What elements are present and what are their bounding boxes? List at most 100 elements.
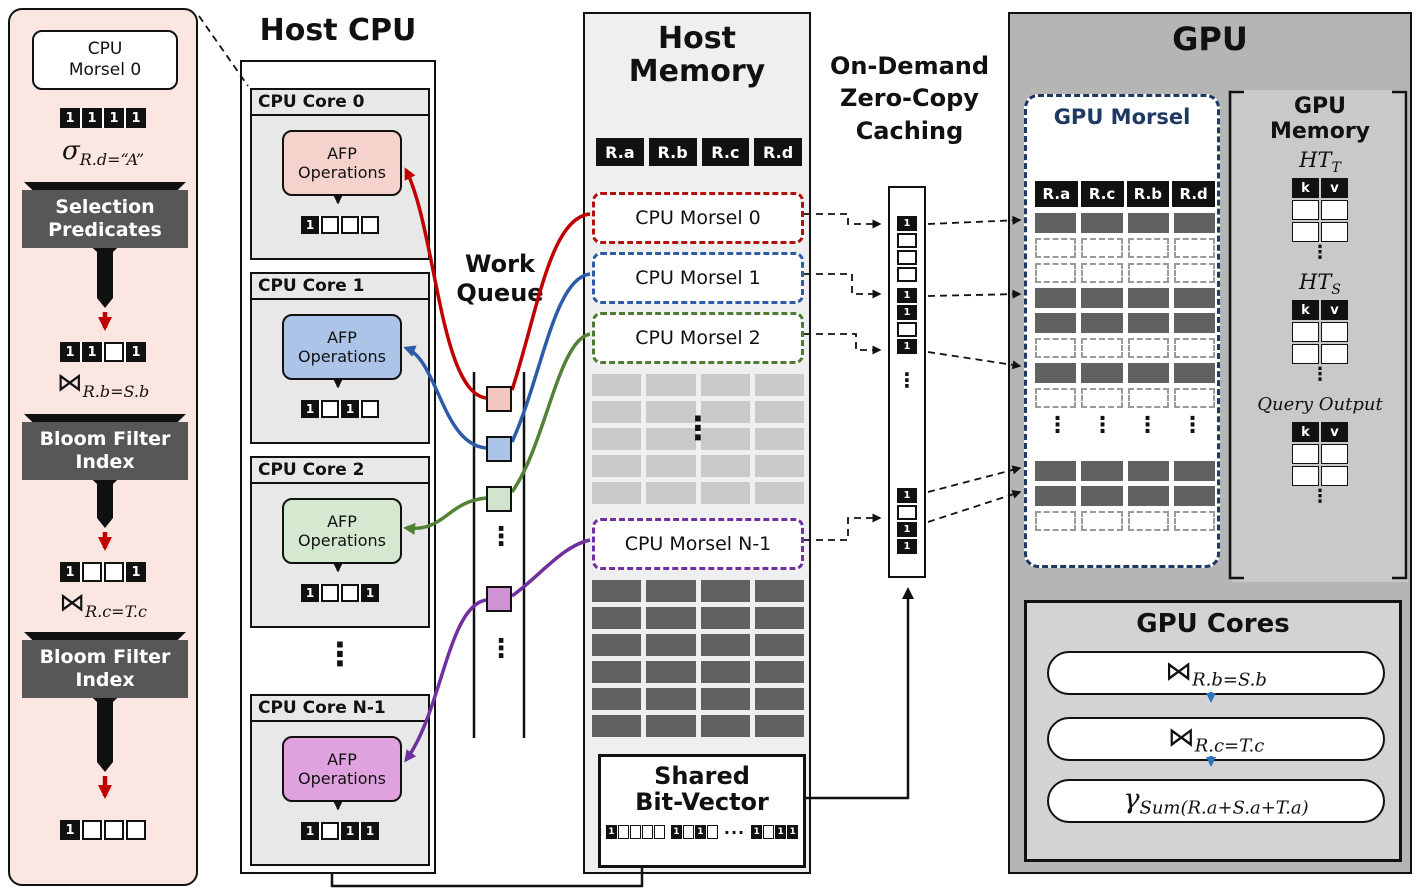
work-queue-line2: Queue <box>456 278 544 307</box>
queue-item-morsel0 <box>486 386 512 412</box>
gpu-gamma-operator: γ <box>1123 783 1140 815</box>
host-cpu-container: CPU Core 0 AFP Operations 1 CPU Core 1 A… <box>240 60 436 874</box>
queue-item-morsel-n1 <box>486 586 512 612</box>
caching-title-line2: Zero-Copy <box>840 84 979 113</box>
host-memory-column-headers: R.a R.b R.c R.d <box>596 138 802 166</box>
gpu-join1-predicate: R.b=S.b <box>1192 669 1267 691</box>
gpu-column-ra: R.a <box>1035 181 1078 207</box>
cpu-morsel-n-1-region: CPU Morsel N-1 <box>592 518 804 570</box>
kv-k-1: k <box>1292 178 1319 198</box>
gpu-op-join-rc-tc: ⋈R.c=T.c <box>1047 717 1385 761</box>
cpu-core-n-1-label: CPU Core N-1 <box>252 696 428 722</box>
cache-ellipsis: ⋮ <box>897 368 917 392</box>
cpu-morsel-0-text: CPU Morsel 0 <box>635 207 761 229</box>
queue-item-morsel1 <box>486 436 512 462</box>
afp0-line2: Operations <box>298 163 386 182</box>
column-header-rd: R.d <box>754 138 802 166</box>
gpu-column-rc: R.c <box>1080 181 1124 207</box>
gpu-morsel-ellipsis-row: ⋮ ⋮ ⋮ ⋮ <box>1035 413 1215 438</box>
query-output-label: Query Output <box>1257 394 1383 415</box>
kv-k-2: k <box>1292 300 1319 320</box>
kv-v-3: v <box>1321 422 1348 442</box>
column-header-rb: R.b <box>648 138 697 166</box>
bottom-morsel-rows <box>592 580 804 742</box>
cache-to-gpu-arrow-1 <box>927 215 1022 225</box>
gpu-memory-ellipsis-2: ⋮ <box>1311 364 1329 385</box>
bitvector-final: 1 <box>60 820 146 840</box>
cache-to-gpu-arrow-2 <box>927 289 1022 299</box>
middle-morsel-rows <box>592 374 804 509</box>
cpu-morsel-1-region: CPU Morsel 1 <box>592 252 804 304</box>
afp1-line1: AFP <box>327 327 357 347</box>
gpu-dots-col1: ⋮ <box>1046 413 1069 438</box>
shared-title-line2: Bit-Vector <box>635 788 769 817</box>
morsel-n1-to-queue-curve <box>510 538 591 598</box>
shared-bitvector-ellipsis: ··· <box>723 822 746 842</box>
cache-to-gpu-arrow-4 <box>927 465 1022 493</box>
gpu-join2-operator: ⋈ <box>1167 721 1195 753</box>
kv-cell <box>1321 444 1348 464</box>
kv-cell <box>1292 322 1319 342</box>
gpu-join1-operator: ⋈ <box>1165 655 1193 687</box>
zero-copy-caching-title: On-Demand Zero-Copy Caching <box>812 50 1007 147</box>
selection-predicates-line2: Predicates <box>48 219 162 241</box>
bloom1-line1: Bloom Filter <box>39 428 171 451</box>
column-header-rc: R.c <box>701 138 750 166</box>
gpu-title: GPU <box>1172 20 1248 58</box>
host-memory-title: Host Memory <box>585 22 809 88</box>
ht-t-sub: T <box>1331 160 1341 177</box>
shared-title-line1: Shared <box>654 762 750 790</box>
shared-bitvector-to-cache-arrow <box>804 587 914 800</box>
afp-operations-box-n-1: AFP Operations <box>282 736 402 802</box>
cpu-morsel-1-text: CPU Morsel 1 <box>635 267 761 289</box>
gpu-op-aggregate-sum: γSum(R.a+S.a+T.a) <box>1047 779 1385 823</box>
gpu-panel: GPU GPU Morsel R.a R.c R.b R.d ⋮ ⋮ ⋮ ⋮ G… <box>1008 12 1412 874</box>
afp2-line1: AFP <box>327 511 357 531</box>
afp3-line1: AFP <box>327 749 357 769</box>
gpu-dots-col4: ⋮ <box>1181 413 1204 438</box>
cpu-morsel-2-text: CPU Morsel 2 <box>635 327 761 349</box>
cpu-morsel-n-1-text: CPU Morsel N-1 <box>624 533 772 555</box>
bloom-filter-index-2-label: Bloom Filter Index <box>22 640 188 698</box>
cpu-core-1-label: CPU Core 1 <box>252 274 428 300</box>
sigma-operator: σ <box>61 136 80 166</box>
gpu-morsel-rows-top <box>1035 213 1215 413</box>
join2-predicate: R.c=T.c <box>85 602 147 621</box>
host-memory-ellipsis: ⋮ <box>682 409 714 447</box>
gpu-column-rd: R.d <box>1172 181 1215 207</box>
hash-table-t-label: HTT <box>1232 148 1408 176</box>
cache-to-gpu-arrow-5 <box>927 490 1022 523</box>
join2-operator: ⋈ <box>59 588 86 618</box>
shared-bit-vector-title: Shared Bit-Vector <box>601 763 803 816</box>
kv-cell <box>1292 444 1319 464</box>
gpu-cores-title: GPU Cores <box>1136 609 1290 639</box>
gpu-cores-box: GPU Cores ⋈R.b=S.b ⋈R.c=T.c γSum(R.a+S.a… <box>1024 600 1402 862</box>
column-header-ra: R.a <box>596 138 644 166</box>
selection-predicates-line1: Selection <box>55 196 155 219</box>
afp-operations-box-2: AFP Operations <box>282 498 402 564</box>
caching-title-line3: Caching <box>855 116 964 145</box>
afp1-line2: Operations <box>298 347 386 366</box>
kv-cell <box>1321 322 1348 342</box>
queue-ellipsis-1: ⋮ <box>488 522 514 552</box>
bloom2-line2: Index <box>75 669 135 691</box>
gpu-morsel-rows-bottom <box>1035 461 1215 536</box>
host-memory-title-line2: Memory <box>628 54 766 89</box>
kv-cell <box>1321 200 1348 220</box>
